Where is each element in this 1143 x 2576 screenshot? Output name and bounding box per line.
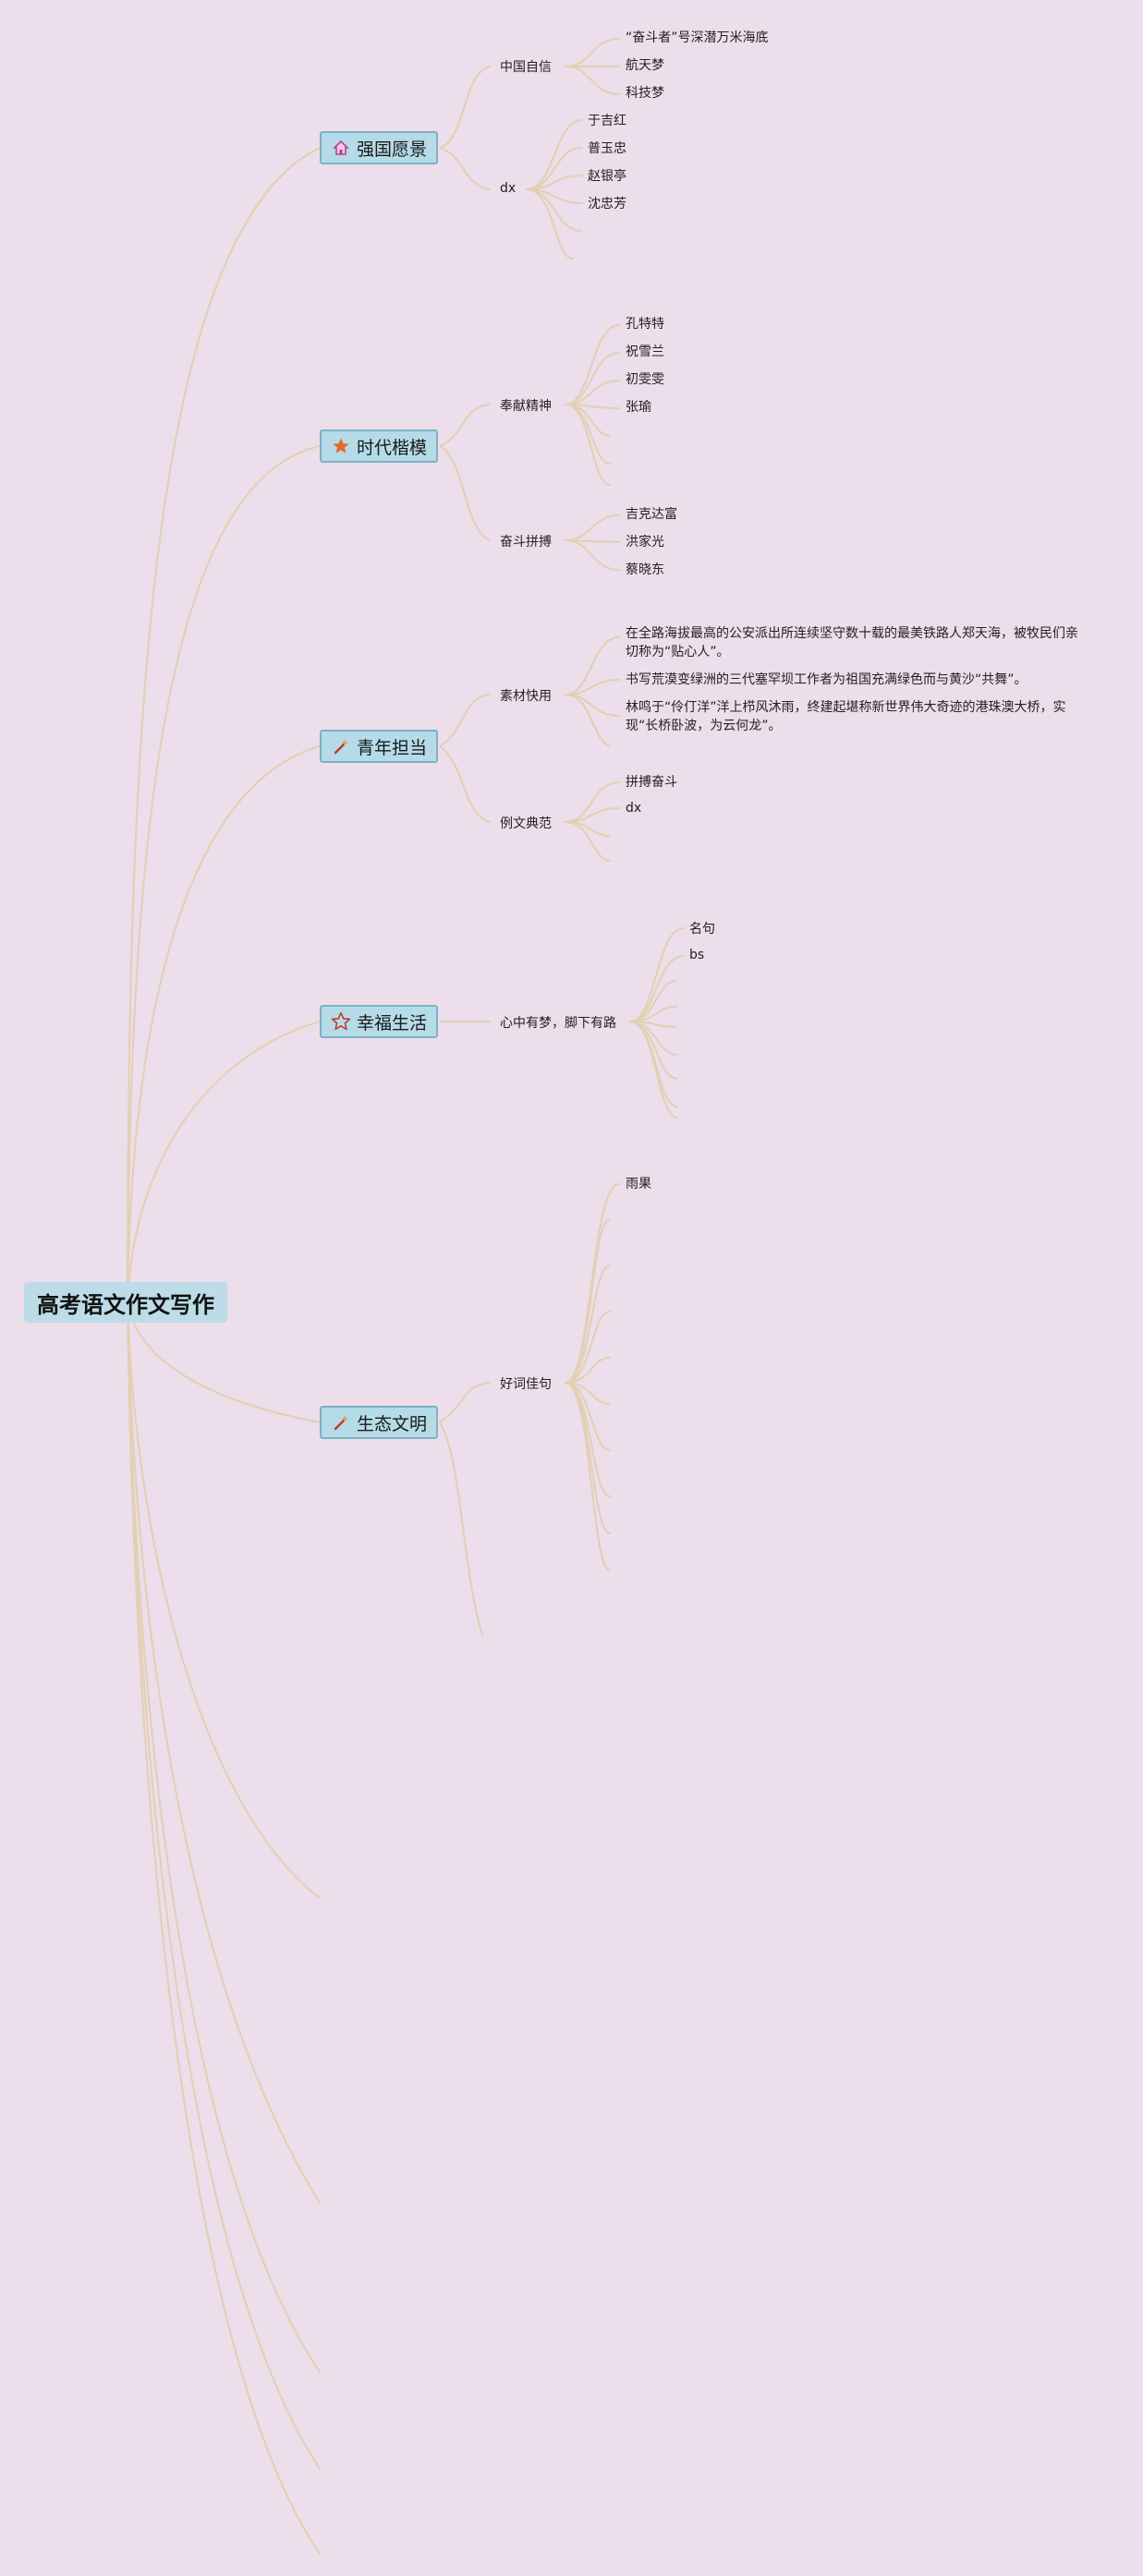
house-icon bbox=[331, 138, 351, 158]
branch-label: 强国愿景 bbox=[356, 139, 427, 160]
leaf-topic[interactable]: 科技梦 bbox=[626, 86, 664, 101]
magic-wand-icon bbox=[331, 736, 351, 756]
connector bbox=[526, 188, 574, 260]
connector bbox=[565, 404, 611, 486]
connector bbox=[565, 1264, 611, 1384]
leaf-topic[interactable]: 祝雪兰 bbox=[626, 345, 664, 359]
connector bbox=[127, 1301, 321, 2204]
connector bbox=[565, 66, 620, 95]
connector bbox=[565, 324, 620, 405]
connector bbox=[127, 745, 321, 1303]
leaf-topic[interactable]: “奋斗者”号深潜万米海底 bbox=[626, 30, 769, 45]
connector bbox=[565, 1382, 611, 1571]
connector bbox=[565, 781, 620, 823]
leaf-topic[interactable]: dx bbox=[626, 801, 642, 816]
leaf-topic[interactable]: 拼搏奋斗 bbox=[626, 775, 677, 790]
connector bbox=[439, 1382, 491, 1423]
connector bbox=[565, 1218, 611, 1384]
connector bbox=[565, 352, 620, 405]
subtopic[interactable]: dx bbox=[500, 181, 517, 196]
connector bbox=[565, 514, 620, 541]
leaf-topic[interactable]: 在全路海拔最高的公安派出所连续坚守数十载的最美铁路人郑天海，被牧民们亲切称为“贴… bbox=[626, 626, 1078, 659]
connector bbox=[565, 636, 620, 695]
leaf-topic[interactable]: bs bbox=[689, 948, 705, 962]
branch-qingnian-dandang[interactable]: 青年担当 bbox=[320, 730, 438, 763]
connector bbox=[565, 38, 620, 67]
connector bbox=[127, 1021, 321, 1303]
star-outline-icon bbox=[331, 1011, 351, 1032]
leaf-topic[interactable]: 赵银亭 bbox=[588, 169, 626, 184]
branch-xingfu-shenghuo[interactable]: 幸福生活 bbox=[320, 1005, 438, 1038]
connector bbox=[439, 66, 491, 149]
subtopic[interactable]: 心中有梦，脚下有路 bbox=[500, 1016, 616, 1031]
connector bbox=[565, 404, 611, 437]
leaf-topic[interactable]: 沈忠芳 bbox=[588, 197, 626, 212]
leaf-topic[interactable]: 林鸣于“伶仃洋”洋上栉风沐雨，终建起堪称新世界伟大奇迹的港珠澳大桥，实现“长桥卧… bbox=[626, 700, 1066, 733]
leaf-topic[interactable]: 雨果 bbox=[626, 1177, 651, 1191]
subtopic[interactable]: 好词佳句 bbox=[500, 1377, 552, 1392]
connector bbox=[629, 1021, 677, 1119]
connector bbox=[439, 445, 491, 541]
root-topic[interactable]: 高考语文作文写作 bbox=[24, 1282, 227, 1323]
connector bbox=[439, 1421, 483, 1636]
leaf-topic[interactable]: 初雯雯 bbox=[626, 372, 664, 387]
leaf-topic[interactable]: 吉克达富 bbox=[626, 507, 677, 522]
connector bbox=[565, 821, 611, 862]
subtopic[interactable]: 素材快用 bbox=[500, 689, 552, 704]
connector bbox=[629, 955, 685, 1022]
connector bbox=[629, 927, 685, 1022]
branch-label: 青年担当 bbox=[356, 737, 427, 758]
leaf-topic[interactable]: 洪家光 bbox=[626, 535, 664, 550]
branch-label: 时代楷模 bbox=[356, 437, 427, 458]
star-filled-icon bbox=[331, 436, 351, 456]
connector bbox=[565, 1357, 611, 1384]
magic-wand-icon bbox=[331, 1412, 351, 1433]
leaf-topic[interactable]: 张瑜 bbox=[626, 400, 651, 415]
connector bbox=[526, 119, 583, 190]
connector bbox=[439, 745, 491, 823]
leaf-topic[interactable]: 书写荒漠变绿洲的三代塞罕坝工作者为祖国充满绿色而与黄沙“共舞”。 bbox=[626, 672, 1027, 687]
connector bbox=[565, 539, 620, 571]
connector bbox=[629, 1021, 677, 1080]
connector bbox=[565, 821, 611, 837]
leaf-topic[interactable]: 蔡晓东 bbox=[626, 562, 664, 577]
connector bbox=[565, 694, 620, 717]
connector bbox=[127, 1301, 321, 2555]
connector bbox=[127, 1301, 321, 1899]
connector bbox=[127, 147, 321, 1303]
branch-shengtai-wenming[interactable]: 生态文明 bbox=[320, 1406, 438, 1439]
connector bbox=[127, 445, 321, 1303]
leaf-topic[interactable]: 普玉忠 bbox=[588, 141, 626, 156]
branch-label: 生态文明 bbox=[356, 1413, 427, 1434]
connector bbox=[526, 147, 583, 190]
connector bbox=[439, 404, 491, 447]
leaf-topic[interactable]: 名句 bbox=[689, 922, 715, 937]
subtopic[interactable]: 奋斗拼搏 bbox=[500, 535, 552, 550]
leaf-topic[interactable]: 航天梦 bbox=[626, 58, 664, 73]
connector bbox=[565, 539, 620, 543]
connector bbox=[565, 1311, 611, 1384]
branch-qiangguo-yuanjing[interactable]: 强国愿景 bbox=[320, 131, 438, 164]
leaf-topic[interactable]: 于吉红 bbox=[588, 114, 626, 128]
subtopic[interactable]: 例文典范 bbox=[500, 816, 552, 831]
subtopic[interactable]: 奉献精神 bbox=[500, 399, 552, 414]
branch-shidai-kaimo[interactable]: 时代楷模 bbox=[320, 429, 438, 463]
connector bbox=[439, 147, 491, 190]
branch-label: 幸福生活 bbox=[356, 1012, 427, 1034]
subtopic[interactable]: 中国自信 bbox=[500, 60, 552, 75]
connector bbox=[439, 694, 491, 747]
connector bbox=[127, 1301, 321, 1423]
connector bbox=[565, 694, 611, 747]
connector bbox=[127, 1301, 321, 2373]
connector bbox=[127, 1301, 321, 2470]
leaf-topic[interactable]: 孔特特 bbox=[626, 317, 664, 332]
